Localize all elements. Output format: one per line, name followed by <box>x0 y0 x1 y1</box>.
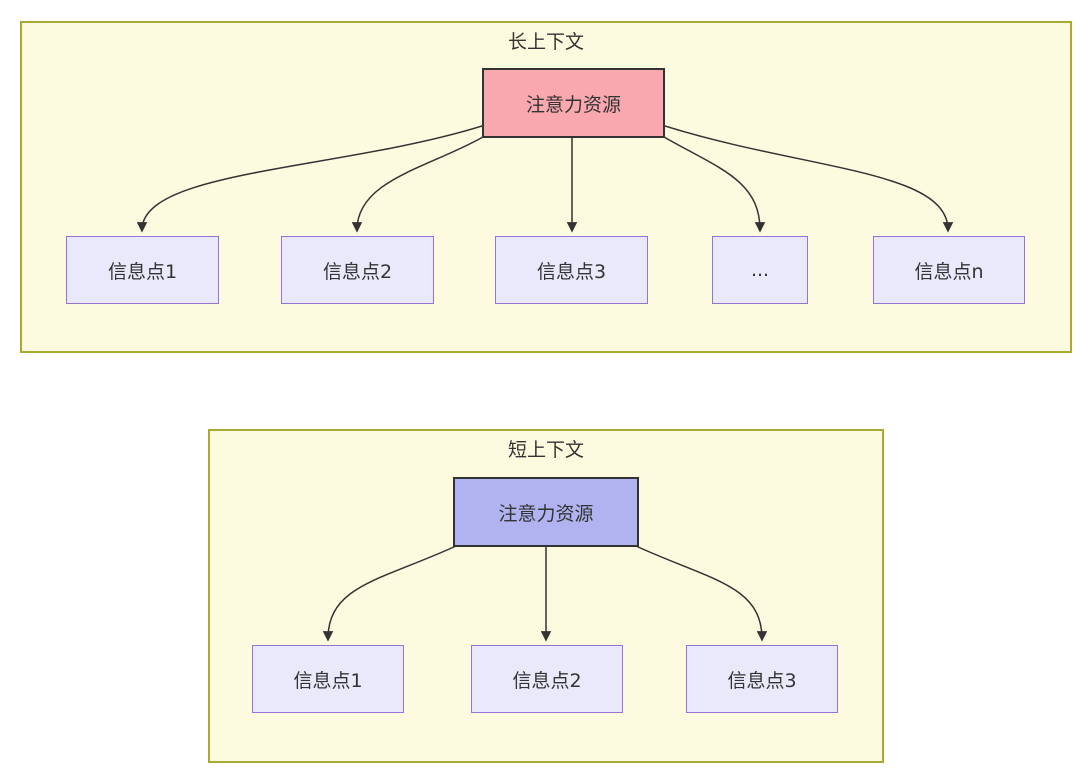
info-point-node: 信息点2 <box>281 236 434 304</box>
info-point-node: 信息点3 <box>686 645 838 713</box>
attention-resource-node-short: 注意力资源 <box>453 477 639 547</box>
attention-resource-node-long: 注意力资源 <box>482 68 665 138</box>
info-point-node: 信息点2 <box>471 645 623 713</box>
info-point-node: 信息点3 <box>495 236 648 304</box>
info-point-node: 信息点n <box>873 236 1025 304</box>
short-context-title: 短上下文 <box>507 439 584 461</box>
long-context-title: 长上下文 <box>507 31 584 53</box>
info-point-node-ellipsis: ... <box>712 236 808 304</box>
info-point-node: 信息点1 <box>252 645 404 713</box>
info-point-node: 信息点1 <box>66 236 219 304</box>
